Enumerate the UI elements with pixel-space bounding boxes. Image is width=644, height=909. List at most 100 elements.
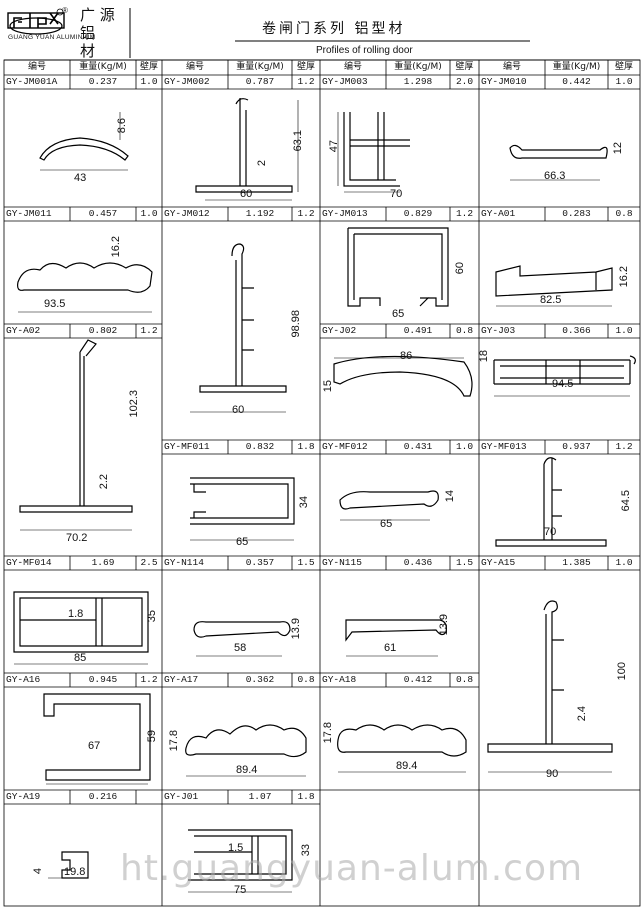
profile-weight: 1.192 — [245, 208, 275, 219]
dimension-label-a18: 61 — [384, 642, 397, 654]
column-header: 编号 — [27, 62, 46, 72]
dimension-label-mf013: 70 — [544, 526, 557, 538]
profile-weight: 0.412 — [403, 674, 433, 685]
profile-code: GY-JM011 — [6, 208, 52, 219]
profile-weight: 1.385 — [562, 557, 591, 568]
dimension-label-a15: 100 — [616, 662, 628, 681]
brand-cn-2: 铝 — [80, 24, 96, 42]
profile-code: GY-JM013 — [322, 208, 368, 219]
profile-code: GY-A01 — [481, 208, 516, 219]
profile-weight: 0.937 — [562, 441, 591, 452]
dimension-label-a16: 1.8 — [68, 608, 84, 620]
dimension-label-j02: 15 — [322, 380, 334, 393]
profile-thickness: 1.5 — [455, 557, 474, 568]
profile-thickness: 1.2 — [297, 76, 315, 87]
profile-weight: 0.945 — [88, 674, 118, 685]
profile-code: GY-N114 — [164, 557, 204, 568]
profile-thickness: 2.0 — [455, 76, 474, 87]
profile-code: GY-A02 — [6, 325, 41, 336]
profile-weight: 0.237 — [88, 76, 118, 87]
dimension-label-mf013: 64.5 — [620, 490, 632, 512]
profile-weight: 0.366 — [562, 325, 591, 336]
dimension-label-jm001a: 8.6 — [116, 118, 128, 134]
dimension-label-a17: 13.9 — [290, 618, 302, 640]
column-header: 壁厚 — [455, 62, 474, 72]
profile-thickness: 0.8 — [455, 674, 474, 685]
profile-code: GY-A19 — [6, 791, 41, 802]
dimension-label-n2: 17.8 — [322, 722, 334, 744]
profile-weight: 0.802 — [88, 325, 118, 336]
profile-code: GY-A16 — [6, 674, 41, 685]
dimension-label-jm012: 60 — [232, 404, 245, 416]
dimension-label-n2: 89.4 — [396, 760, 418, 772]
dimension-label-n1: 89.4 — [236, 764, 258, 776]
dimension-label-jm002: 2 — [256, 160, 268, 167]
profile-weight: 0.787 — [245, 76, 275, 87]
profile-thickness: 1.0 — [140, 208, 158, 219]
column-header: 壁厚 — [296, 62, 315, 72]
dimension-label-jm001a: 43 — [74, 172, 87, 184]
watermark: ht.guangyuan-alum.com — [120, 848, 584, 889]
brand-en: GUANG YUAN ALUMINIUM — [8, 34, 96, 41]
profile-thickness: 0.8 — [455, 325, 474, 336]
profile-weight: 0.357 — [245, 557, 275, 568]
dimension-label-a16: 85 — [74, 652, 87, 664]
brand-cn-1: 广 源 — [80, 6, 115, 24]
dimension-label-a19b: 19.8 — [64, 866, 86, 878]
registered-mark: ® — [62, 6, 68, 15]
profile-weight: 0.436 — [403, 557, 433, 568]
dimension-label-jm013: 60 — [454, 262, 466, 275]
profile-thickness: 0.8 — [297, 674, 315, 685]
profile-code: GY-A17 — [164, 674, 199, 685]
profile-thickness: 1.0 — [615, 325, 633, 336]
page-subtitle: Profiles of rolling door — [316, 45, 413, 56]
profile-code: GY-JM002 — [164, 76, 210, 87]
dimension-label-a15: 2.4 — [576, 706, 588, 722]
column-header: 编号 — [343, 62, 362, 72]
profile-thickness: 1.8 — [297, 441, 315, 452]
dimension-label-jm003: 70 — [390, 188, 403, 200]
profile-code: GY-A18 — [322, 674, 357, 685]
dimension-label-n114: 65 — [236, 536, 249, 548]
page-title: 卷闸门系列 铝型材 — [262, 21, 406, 37]
profile-weight: 0.457 — [88, 208, 118, 219]
column-header: 编号 — [185, 62, 204, 72]
dimension-label-jm012: 98.98 — [290, 310, 302, 338]
dimension-label-a17: 58 — [234, 642, 247, 654]
profile-weight: 0.431 — [403, 441, 433, 452]
dimension-label-a18: 13.9 — [438, 614, 450, 636]
profile-thickness: 1.5 — [297, 557, 315, 568]
profile-code: GY-J02 — [322, 325, 357, 336]
dimension-label-mf014: 70.2 — [66, 532, 88, 544]
dimension-label-j01: 1.5 — [228, 842, 244, 854]
profile-code: GY-JM001A — [6, 76, 58, 87]
dimension-label-j03: 94.5 — [552, 378, 574, 390]
profile-weight: 0.442 — [562, 76, 591, 87]
profile-thickness: 1.0 — [140, 76, 158, 87]
dimension-label-a02: 16.2 — [110, 236, 122, 258]
profile-drawings — [13, 98, 636, 893]
dimension-label-jm010: 12 — [612, 142, 624, 155]
dimension-label-jm002: 60 — [240, 188, 253, 200]
dimension-label-j03: 18 — [478, 350, 490, 363]
dimension-label-jm003: 47 — [328, 140, 340, 153]
profile-code: GY-J01 — [164, 791, 199, 802]
column-header: 重量(Kg/M) — [79, 62, 127, 72]
profile-weight: 0.491 — [403, 325, 433, 336]
profile-code: GY-A15 — [481, 557, 516, 568]
profile-code: GY-JM012 — [164, 208, 210, 219]
profile-weight: 0.829 — [403, 208, 433, 219]
column-header: 壁厚 — [139, 62, 158, 72]
column-header: 重量(Kg/M) — [236, 62, 284, 72]
profile-weight: 0.832 — [245, 441, 275, 452]
column-header: 重量(Kg/M) — [394, 62, 442, 72]
profile-weight: 1.298 — [403, 76, 433, 87]
column-header: 重量(Kg/M) — [552, 62, 601, 72]
dimension-label-a19: 59 — [146, 730, 158, 743]
brand-cn-3: 材 — [80, 42, 96, 60]
dimension-label-j02: 86 — [400, 350, 413, 362]
profile-weight: 0.362 — [245, 674, 275, 685]
profile-thickness: 0.8 — [615, 208, 633, 219]
dimension-label-a19b: 4 — [32, 868, 44, 875]
